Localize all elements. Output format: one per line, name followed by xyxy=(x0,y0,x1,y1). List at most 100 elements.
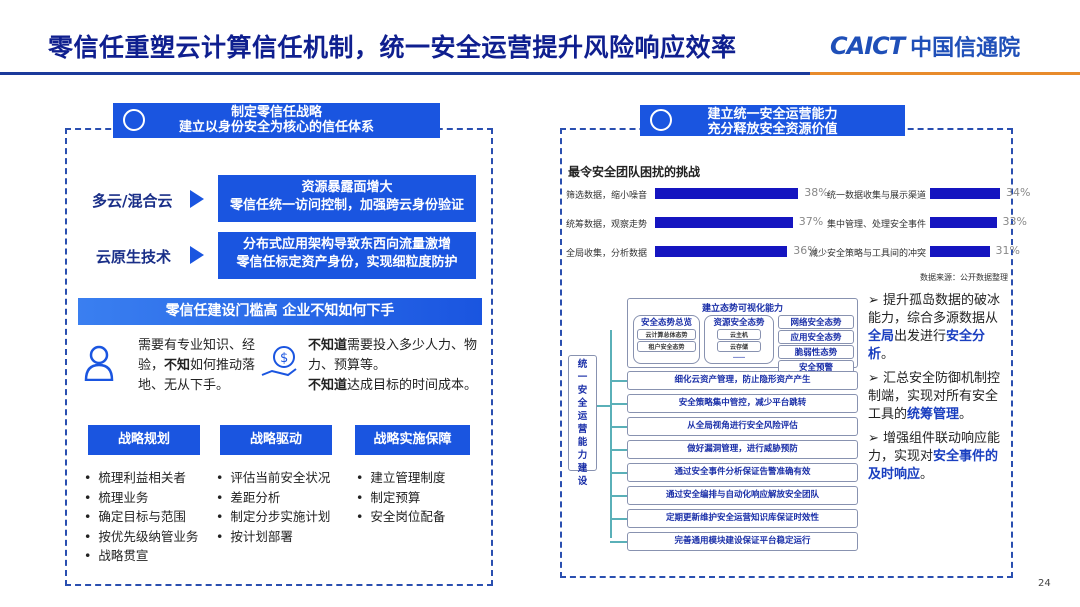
capability-item: 通过安全编排与自动化响应解放安全团队 xyxy=(627,486,858,505)
list-item: 按优先级纳管业务 xyxy=(84,527,198,547)
list-item: 确定目标与范围 xyxy=(84,507,198,527)
list-item: 梳理业务 xyxy=(84,488,198,508)
column-header: 战略实施保障 xyxy=(355,425,470,455)
left-header-line1: 制定零信任战略 xyxy=(230,105,322,120)
money-hand-icon: $ xyxy=(260,345,300,385)
page-number: 24 xyxy=(1038,578,1051,589)
capability-item: 从全局视角进行安全风险评估 xyxy=(627,417,858,436)
capability-item: 安全策略集中管控，减少平台跳转 xyxy=(627,394,858,413)
right-header-line2: 充分释放安全资源价值 xyxy=(707,122,838,137)
tree-line xyxy=(610,426,627,428)
chart-title: 最令安全团队困扰的挑战 xyxy=(568,165,701,179)
page-title: 零信任重塑云计算信任机制，统一安全运营提升风险响应效率 xyxy=(48,33,737,62)
capability-item: 做好漏洞管理，进行威胁预防 xyxy=(627,440,858,459)
row-label: 多云/混合云 xyxy=(92,192,173,210)
info-line: 资源暴露面增大 xyxy=(301,180,393,195)
chart-bar xyxy=(930,217,997,228)
group-title: 安全态势总览 xyxy=(640,318,692,328)
group-resource: 资源安全态势云主机云存储…… xyxy=(704,315,774,364)
situation-title: 建立态势可视化能力 xyxy=(701,304,783,314)
tree-line xyxy=(597,405,611,407)
network-icon xyxy=(123,109,145,131)
tree-line xyxy=(610,449,627,451)
benefit-list: ➢ 提升孤岛数据的破冰能力，综合多源数据从全局出发进行安全分析。 ➢ 汇总安全防… xyxy=(868,292,1010,484)
group-item: 云存储 xyxy=(717,341,761,352)
chart-bar-label: 减少安全策略与工具间的冲突 xyxy=(808,249,926,259)
list-item: 评估当前安全状况 xyxy=(216,468,330,488)
column-header: 战略驱动 xyxy=(220,425,332,455)
tree-line xyxy=(610,541,627,543)
left-header-line2: 建立以身份安全为核心的信任体系 xyxy=(178,120,374,135)
right-header: 建立统一安全运营能力 充分释放安全资源价值 xyxy=(640,105,905,137)
chart-data-label: 38% xyxy=(804,186,829,199)
capability-item: 通过安全事件分析保证告警准确有效 xyxy=(627,463,858,482)
chart-bar xyxy=(655,217,793,228)
tree-line xyxy=(610,518,627,520)
arrow-right-icon xyxy=(190,190,204,208)
capability-item: 完善通用模块建设保证平台稳定运行 xyxy=(627,532,858,551)
chart-data-label: 34% xyxy=(1006,186,1031,199)
chart-source: 数据来源：公开数据整理 xyxy=(920,273,1008,282)
chart-bar xyxy=(930,246,990,257)
capability-item: 细化云资产管理，防止隐形资产产生 xyxy=(627,371,858,390)
tree-line xyxy=(610,403,627,405)
chart-data-label: 33% xyxy=(1002,215,1027,228)
list-item: 梳理利益相关者 xyxy=(84,468,198,488)
chart-bar-label: 统筹数据，观察走势 xyxy=(566,220,648,230)
left-header: 制定零信任战略 建立以身份安全为核心的信任体系 xyxy=(113,103,440,138)
column-list: 评估当前安全状况差距分析制定分步实施计划按计划部署 xyxy=(216,468,330,546)
info-box: 资源暴露面增大零信任统一访问控制，加强跨云身份验证 xyxy=(218,175,476,222)
chart-bar-label: 筛选数据，缩小噪音 xyxy=(566,191,648,201)
column-list: 建立管理制度制定预算安全岗位配备 xyxy=(356,468,445,527)
list-item: 安全岗位配备 xyxy=(356,507,445,527)
list-item: 差距分析 xyxy=(216,488,330,508)
chart-bar xyxy=(930,188,1000,199)
group-item: 云主机 xyxy=(717,329,761,340)
list-item: 战略贯宣 xyxy=(84,546,198,566)
list-item: 制定分步实施计划 xyxy=(216,507,330,527)
problem-banner: 零信任建设门槛高 企业不知如何下手 xyxy=(78,298,482,325)
group-title: 资源安全态势 xyxy=(713,318,765,328)
info-line: 分布式应用架构导致东西向流量激增 xyxy=(242,237,451,252)
row-label: 云原生技术 xyxy=(96,248,172,266)
chart-data-label: 36% xyxy=(793,244,818,257)
posture-item: 脆弱性态势 xyxy=(778,345,854,359)
chart-bar xyxy=(655,188,799,199)
benefit-item: ➢ 汇总安全防御机制控制端，实现对所有安全工具的统筹管理。 xyxy=(868,371,1001,422)
column-header: 战略规划 xyxy=(88,425,200,455)
group-item: 云计算总体态势 xyxy=(637,329,696,340)
chart-bar-label: 全局收集，分析数据 xyxy=(566,249,648,259)
list-item: 建立管理制度 xyxy=(356,468,445,488)
posture-item: 应用安全态势 xyxy=(778,330,854,344)
tree-line xyxy=(610,472,627,474)
diagram-root: 统一安全运营能力建设 xyxy=(568,355,597,487)
info-line: 零信任标定资产身份，实现细粒度防护 xyxy=(236,255,458,270)
challenge-chart: 筛选数据，缩小噪音 38% 统筹数据，观察走势 37% 全局收集，分析数据 36% 统一数据… xyxy=(566,186,1030,268)
tree-line xyxy=(610,495,627,497)
svg-text:$: $ xyxy=(280,351,288,366)
capability-item: 定期更新维护安全运营知识库保证时效性 xyxy=(627,509,858,528)
column-list: 梳理利益相关者梳理业务确定目标与范围按优先级纳管业务战略贯宣 xyxy=(84,468,198,566)
group-overview: 安全态势总览云计算总体态势租户安全态势 xyxy=(633,315,700,364)
pain-budget: 不知道需要投入多少人力、物力、预算等。不知道达成目标的时间成本。 xyxy=(308,338,478,393)
group-item: …… xyxy=(733,353,745,360)
arrow-right-icon xyxy=(190,246,204,264)
chart-data-label: 31% xyxy=(995,244,1020,257)
info-line: 零信任统一访问控制，加强跨云身份验证 xyxy=(229,198,464,213)
benefit-item: ➢ 增强组件联动响应能力，实现对安全事件的及时响应。 xyxy=(868,431,1001,482)
person-icon xyxy=(84,345,114,382)
chart-data-label: 37% xyxy=(798,215,824,228)
logo-cn: 中国信通院 xyxy=(910,36,1021,61)
title-divider xyxy=(0,72,1080,75)
situation-box: 建立态势可视化能力 安全态势总览云计算总体态势租户安全态势 资源安全态势云主机云… xyxy=(627,298,858,374)
info-box: 分布式应用架构导致东西向流量激增零信任标定资产身份，实现细粒度防护 xyxy=(218,232,476,279)
benefit-item: ➢ 提升孤岛数据的破冰能力，综合多源数据从全局出发进行安全分析。 xyxy=(868,293,1001,362)
posture-item: 网络安全态势 xyxy=(778,315,854,329)
pain-knowledge: 需要有专业知识、经验，不知如何推动落地、无从下手。 xyxy=(138,338,256,393)
cloud-icon xyxy=(650,109,672,131)
group-posture: 网络安全态势应用安全态势脆弱性态势安全预警 xyxy=(778,315,854,374)
chart-bar-label: 统一数据收集与展示渠道 xyxy=(826,191,926,201)
chart-bar xyxy=(655,246,788,257)
list-item: 制定预算 xyxy=(356,488,445,508)
